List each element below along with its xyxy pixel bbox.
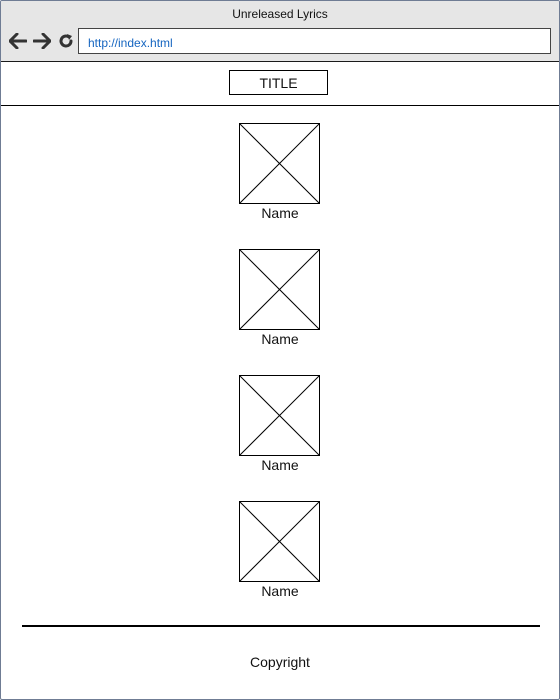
page-header: TITLE	[1, 62, 559, 106]
list-item[interactable]: Name	[230, 501, 330, 599]
reload-icon	[59, 34, 73, 48]
image-placeholder-icon	[239, 249, 320, 330]
item-name: Name	[261, 457, 299, 473]
page-title: TITLE	[229, 70, 328, 95]
footer-divider	[22, 625, 540, 627]
address-bar[interactable]: http://index.html	[78, 28, 551, 54]
reload-button[interactable]	[55, 32, 77, 50]
window-title: Unreleased Lyrics	[232, 7, 328, 21]
list-item[interactable]: Name	[230, 249, 330, 347]
item-name: Name	[261, 331, 299, 347]
item-name: Name	[261, 583, 299, 599]
back-button[interactable]	[7, 32, 29, 50]
copyright-text: Copyright	[250, 654, 310, 670]
image-placeholder-icon	[239, 375, 320, 456]
item-name: Name	[261, 205, 299, 221]
forward-button[interactable]	[31, 32, 53, 50]
image-placeholder-icon	[239, 501, 320, 582]
list-item[interactable]: Name	[230, 375, 330, 473]
navigation-buttons	[7, 32, 77, 50]
forward-arrow-icon	[33, 33, 51, 49]
back-arrow-icon	[9, 33, 27, 49]
list-item[interactable]: Name	[230, 123, 330, 221]
image-placeholder-icon	[239, 123, 320, 204]
browser-toolbar: Unreleased Lyrics http://index.html	[1, 1, 559, 62]
